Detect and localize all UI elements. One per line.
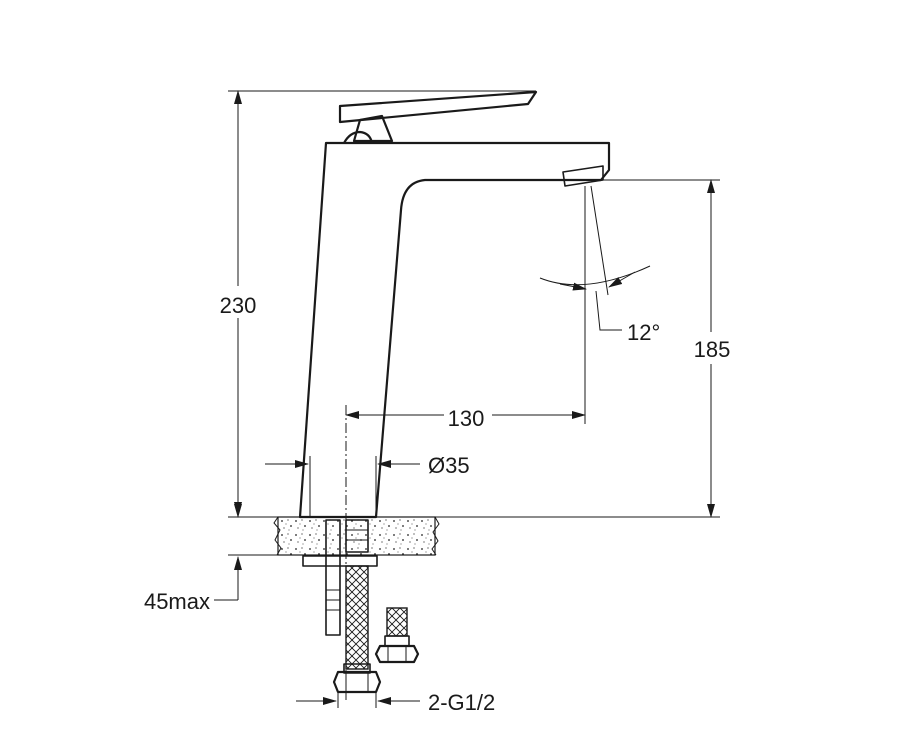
dimension-45max	[214, 500, 300, 601]
dimension-130	[345, 186, 586, 424]
braided-hose	[332, 565, 382, 694]
countertop	[273, 516, 440, 556]
dimension-185	[600, 179, 736, 518]
dimension-connection	[296, 692, 420, 708]
dimension-diameter-label: Ø35	[428, 453, 470, 478]
dimension-185-label: 185	[694, 337, 731, 362]
mounting-hardware	[302, 519, 378, 636]
dimension-230-label: 230	[220, 293, 257, 318]
dimension-130-label: 130	[448, 406, 485, 431]
angle-12	[539, 185, 651, 331]
dimension-diameter	[265, 456, 420, 517]
second-hose	[374, 607, 420, 664]
angle-12-label: 12°	[627, 320, 660, 345]
dimension-45max-label: 45max	[144, 589, 210, 614]
dimension-connection-label: 2-G1/2	[428, 690, 495, 715]
dimension-230	[214, 90, 720, 518]
lever-handle	[338, 90, 538, 144]
